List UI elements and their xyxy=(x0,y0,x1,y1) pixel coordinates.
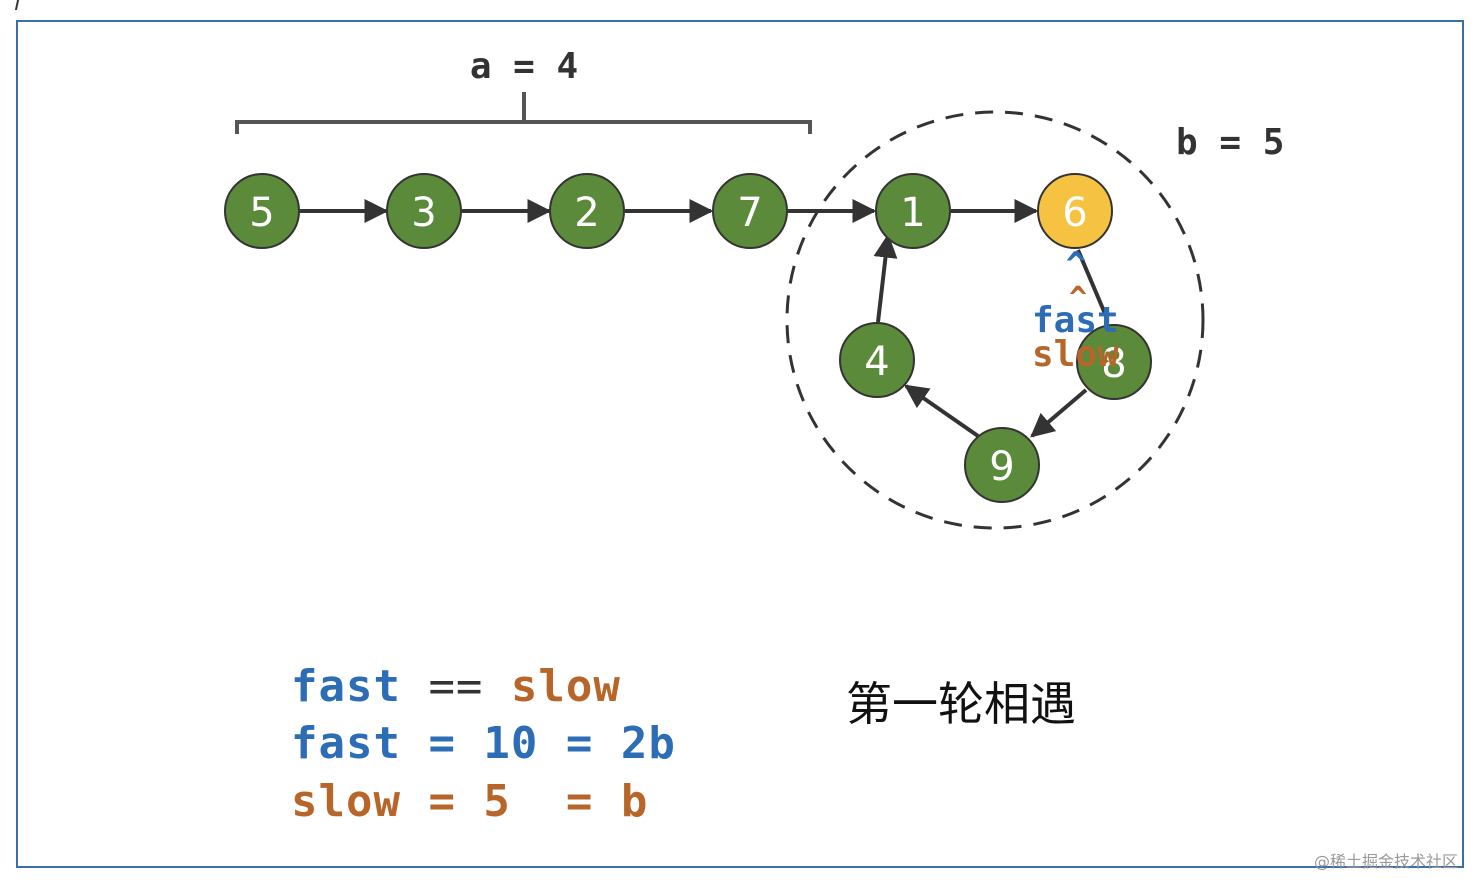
diagram-frame xyxy=(16,20,1464,868)
node-8-circle xyxy=(1076,324,1152,400)
caption-first-meeting: 第一轮相遇 xyxy=(846,677,1076,731)
node-4: 4 xyxy=(839,322,915,398)
node-7-label: 7 xyxy=(737,190,762,236)
node-4-label: 4 xyxy=(864,339,889,385)
label-a: a = 4 xyxy=(470,46,578,87)
slow-caret: ^ xyxy=(1069,281,1087,316)
slow-pointer-label: slow xyxy=(1032,334,1119,375)
node-6: 6 xyxy=(1037,173,1113,249)
code-slow-1: slow xyxy=(510,661,621,712)
node-3-circle xyxy=(386,173,462,249)
code-slow-3: slow xyxy=(290,776,401,827)
node-3-label: 3 xyxy=(411,190,436,236)
label-b: b = 5 xyxy=(1176,122,1284,163)
node-4-circle xyxy=(839,322,915,398)
node-5-circle xyxy=(224,173,300,249)
code-line-2: fast = 10 = 2b xyxy=(236,667,676,769)
brace-a xyxy=(235,92,812,134)
edges xyxy=(300,199,1108,438)
node-9-label: 9 xyxy=(989,444,1014,490)
code-fast-2: fast xyxy=(290,718,401,769)
node-6-circle xyxy=(1037,173,1113,249)
node-5: 5 xyxy=(224,173,300,249)
code-line-3: slow = 5 = b xyxy=(236,725,648,827)
node-3: 3 xyxy=(386,173,462,249)
node-2-label: 2 xyxy=(574,190,599,236)
node-2-circle xyxy=(549,173,625,249)
edge-4-1 xyxy=(873,233,898,323)
fast-caret: ^ xyxy=(1066,245,1086,285)
cycle-circle xyxy=(785,110,1205,530)
fast-pointer-label: fast xyxy=(1032,300,1119,341)
code-fast-2-rest: = 10 = 2b xyxy=(400,718,676,769)
edge-9-4 xyxy=(904,384,980,438)
code-slow-3-rest: = 5 = b xyxy=(400,776,649,827)
node-2: 2 xyxy=(549,173,625,249)
node-1-label: 1 xyxy=(900,190,925,236)
node-1-circle xyxy=(875,173,951,249)
node-8: 8 xyxy=(1076,324,1152,400)
code-line-1: fast == slow xyxy=(236,610,621,712)
edge-8-9 xyxy=(1030,388,1088,438)
code-fast-1: fast xyxy=(290,661,401,712)
node-6-label: 6 xyxy=(1062,190,1087,236)
node-1: 1 xyxy=(875,173,951,249)
code-eq-op: == xyxy=(400,661,511,712)
node-5-label: 5 xyxy=(249,190,274,236)
node-7: 7 xyxy=(712,173,788,249)
node-7-circle xyxy=(712,173,788,249)
node-9-circle xyxy=(964,427,1040,503)
node-9: 9 xyxy=(964,427,1040,503)
watermark: @稀土掘金技术社区 xyxy=(1313,852,1458,871)
node-8-label: 8 xyxy=(1101,341,1126,387)
edge-6-8 xyxy=(1076,249,1108,317)
